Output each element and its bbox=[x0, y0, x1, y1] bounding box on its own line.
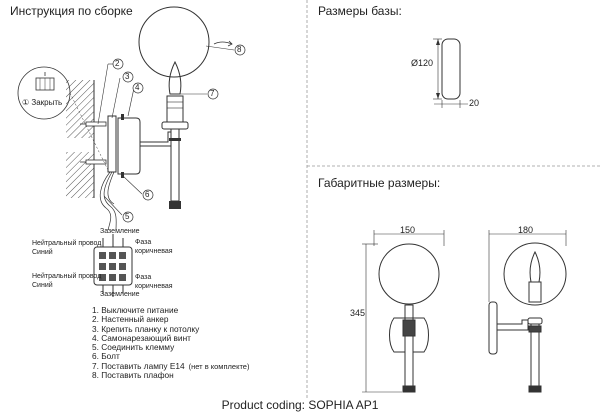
callout-8-circle bbox=[234, 44, 246, 56]
base-depth-label: 20 bbox=[469, 98, 480, 108]
wall-hatch-top bbox=[66, 80, 94, 138]
shade-rotate-arrow bbox=[213, 41, 233, 45]
base-side-view bbox=[441, 38, 461, 100]
overall-height-label: 345 bbox=[350, 308, 366, 318]
wiring-phase-bottom: Фаза bbox=[135, 274, 152, 281]
wiring-neutral-top: Нейтральный провод bbox=[32, 240, 102, 247]
close-label: ① Закрыть bbox=[22, 98, 63, 107]
step-item: 7. Поставить лампу Е14(нет в комплекте) bbox=[92, 360, 250, 371]
wiring-neutral-bottom: Нейтральный провод bbox=[32, 273, 102, 280]
base-screw-top bbox=[121, 114, 124, 120]
callout-6-circle bbox=[142, 189, 154, 201]
step-item: 4. Самонарезающий винт bbox=[92, 332, 191, 343]
base-size-title: Размеры базы: bbox=[318, 4, 402, 18]
callout-3: 3 bbox=[125, 72, 130, 81]
step-item: 5. Соединить клемму bbox=[92, 342, 175, 353]
step-7-note: (нет в комплекте) bbox=[188, 361, 250, 371]
callout-4-circle bbox=[132, 82, 144, 94]
wiring-ground-bottom: Заземление bbox=[100, 291, 140, 298]
terminal-wires bbox=[102, 234, 124, 297]
callout-5-circle bbox=[122, 211, 134, 223]
wiring-phase-top: Фаза bbox=[135, 239, 152, 246]
wiring-brown-bottom: коричневая bbox=[135, 283, 173, 290]
rod-band bbox=[169, 138, 181, 141]
overall-size-title: Габаритные размеры: bbox=[318, 176, 441, 190]
holder-ring bbox=[161, 121, 189, 130]
callout-2: 2 bbox=[115, 59, 120, 68]
product-code: SOPHIA AP1 bbox=[308, 398, 379, 412]
wall-base-cup bbox=[117, 117, 141, 175]
step-7-text: 7. Поставить лампу Е14 bbox=[92, 360, 185, 371]
callout-7: 7 bbox=[210, 89, 215, 98]
wall-hatch-bottom bbox=[66, 152, 94, 198]
overall-depth-label: 180 bbox=[518, 225, 534, 235]
wall-anchor-top bbox=[80, 121, 107, 127]
step-item: 1. Выключите питание bbox=[92, 305, 179, 315]
front-view bbox=[378, 243, 440, 393]
glass-shade bbox=[138, 6, 210, 78]
step-item: 6. Болт bbox=[92, 351, 120, 362]
callout-6: 6 bbox=[145, 190, 150, 199]
callout-5: 5 bbox=[125, 212, 130, 221]
side-view bbox=[488, 242, 567, 393]
terminal-screws bbox=[99, 252, 126, 281]
step-item: 2. Настенный анкер bbox=[92, 314, 169, 325]
callout-2-circle bbox=[112, 58, 124, 70]
lamp-arm bbox=[139, 131, 173, 147]
rod-end-cap bbox=[169, 201, 181, 209]
close-detail-circle bbox=[17, 66, 71, 120]
callout-3-circle bbox=[122, 71, 134, 83]
side-dimension-lines bbox=[488, 230, 567, 302]
overall-width-label: 150 bbox=[400, 225, 416, 235]
assembly-steps-list: 1. Выключите питание 2. Настенный анкер … bbox=[92, 305, 250, 381]
wiring-blue-top: Синий bbox=[32, 249, 53, 256]
lamp-socket bbox=[166, 95, 184, 123]
mounting-bracket bbox=[107, 115, 117, 173]
wires bbox=[99, 171, 117, 231]
candle-bulb bbox=[168, 60, 182, 95]
wiring-ground-top: Заземление bbox=[100, 228, 140, 235]
step-item: 3. Крепить планку к потолку bbox=[92, 323, 200, 334]
wall-anchor-bottom bbox=[80, 159, 107, 165]
product-coding-footer: Product coding: SOPHIA AP1 bbox=[0, 398, 600, 412]
assembly-title: Инструкция по сборке bbox=[10, 4, 133, 18]
product-coding-label: Product coding: bbox=[221, 398, 305, 412]
base-dimension-lines bbox=[433, 38, 468, 108]
callout-4: 4 bbox=[135, 83, 140, 92]
callout-leaders bbox=[97, 45, 235, 216]
callout-7-circle bbox=[207, 88, 219, 100]
base-screw-bottom bbox=[121, 172, 124, 178]
wiring-brown-top: коричневая bbox=[135, 248, 173, 255]
step-item: 8. Поставить плафон bbox=[92, 370, 174, 381]
wiring-blue-bottom: Синий bbox=[32, 282, 53, 289]
base-diameter-label: Ø120 bbox=[411, 58, 434, 68]
front-dimension-lines bbox=[362, 230, 445, 393]
callout-8: 8 bbox=[237, 45, 242, 54]
